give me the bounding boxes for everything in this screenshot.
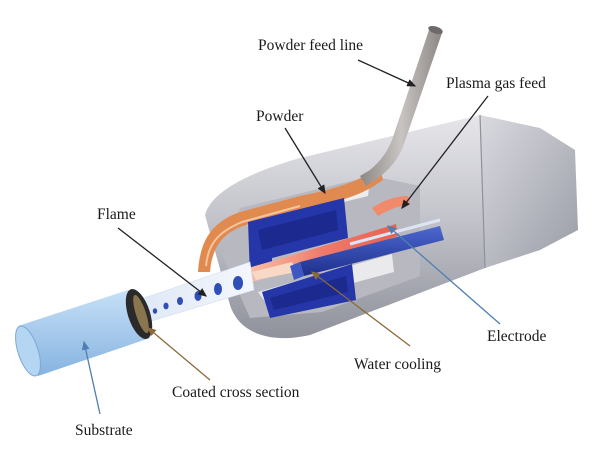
powder-particle [163, 302, 169, 310]
copper-jacket [198, 168, 383, 272]
label-water-cooling: Water cooling [354, 356, 441, 373]
powder-particle [233, 276, 243, 290]
plasma-gas-inlet [372, 196, 410, 216]
plasma-region [248, 196, 410, 282]
label-coated-cross-section: Coated cross section [172, 384, 300, 401]
leader-water-cooling [310, 271, 411, 347]
leader-coated-cross-section [147, 327, 211, 381]
flame-jet [137, 261, 255, 323]
leader-powder [284, 127, 326, 195]
powder-particle [177, 297, 183, 305]
leader-plasma-gas-feed [401, 95, 489, 210]
label-powder-feed-line: Powder feed line [258, 37, 363, 54]
powder-particle [152, 308, 158, 314]
label-electrode: Electrode [487, 328, 547, 345]
labels: Powder feed line Plasma gas feed Powder … [75, 37, 547, 439]
powder-feed-tube [360, 25, 443, 186]
substrate-cylinder [15, 289, 153, 377]
leader-flame [117, 227, 208, 297]
label-substrate: Substrate [75, 422, 133, 439]
leader-powder-feed-line [357, 59, 417, 87]
torch-rear-cap [480, 115, 578, 268]
leader-lines [81, 59, 501, 415]
leader-electrode [387, 225, 501, 325]
insulator-blocks [248, 198, 356, 318]
label-powder: Powder [256, 108, 304, 125]
label-plasma-gas-feed: Plasma gas feed [446, 75, 546, 92]
leader-substrate [81, 340, 101, 415]
powder-particle [214, 283, 222, 295]
label-flame: Flame [97, 206, 136, 223]
